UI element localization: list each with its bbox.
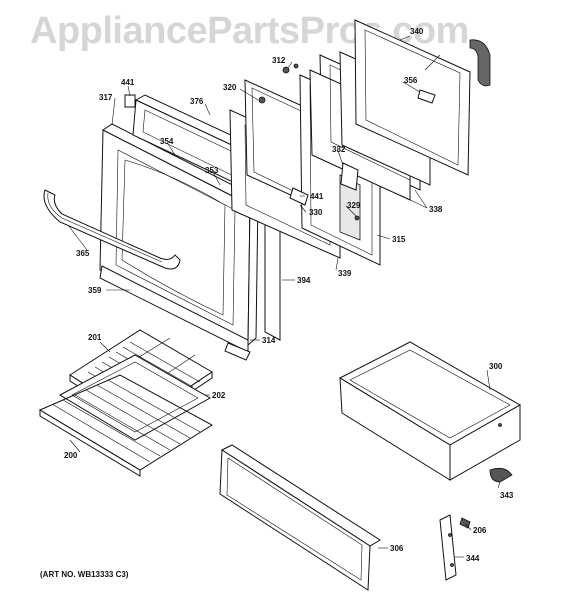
broiler-pan-bottom[interactable] (58, 354, 212, 441)
callout-206: 206 (473, 526, 487, 535)
door-handle[interactable] (43, 189, 181, 270)
door-top-panel[interactable] (354, 19, 471, 176)
callout-394: 394 (297, 276, 311, 285)
callout-315: 315 (392, 235, 406, 244)
callout-338: 338 (429, 205, 443, 214)
art-number: (ART NO. WB13333 C3) (40, 570, 129, 579)
callout-201: 201 (88, 333, 102, 342)
callout-320: 320 (223, 83, 237, 92)
callout-344: 344 (466, 554, 480, 563)
door-bottom-trim[interactable] (99, 265, 251, 361)
callout-339: 339 (338, 269, 352, 278)
drawer-screw[interactable] (459, 517, 471, 529)
callout-441-lower: 441 (310, 192, 324, 201)
callout-labels: 340 312 356 441 317 320 376 354 332 353 … (64, 27, 514, 563)
drawer-glide[interactable] (489, 467, 513, 483)
callout-354: 354 (160, 137, 174, 146)
callout-343: 343 (500, 491, 514, 500)
callout-359: 359 (88, 286, 102, 295)
callout-332: 332 (332, 145, 346, 154)
callout-300: 300 (489, 362, 503, 371)
callout-353: 353 (205, 166, 219, 175)
callout-200: 200 (64, 451, 78, 460)
drawer-front-panel[interactable] (219, 444, 381, 591)
callout-365: 365 (76, 249, 90, 258)
leader-lines (67, 35, 501, 558)
drawer-slide-bracket[interactable] (439, 514, 457, 581)
oven-rack[interactable] (38, 374, 213, 477)
callout-202: 202 (212, 391, 226, 400)
storage-drawer[interactable] (338, 341, 522, 481)
door-gasket[interactable] (469, 39, 491, 87)
callout-340: 340 (410, 27, 424, 36)
callout-306: 306 (390, 544, 404, 553)
callout-329: 329 (347, 201, 361, 210)
callout-312: 312 (272, 56, 286, 65)
callout-376: 376 (190, 97, 204, 106)
callout-441: 441 (121, 78, 135, 87)
door-hardware[interactable] (124, 63, 436, 221)
door-outer-panel[interactable] (99, 123, 259, 347)
callout-330: 330 (309, 208, 323, 217)
callout-356: 356 (404, 76, 418, 85)
callout-314: 314 (262, 336, 276, 345)
callout-317: 317 (99, 93, 113, 102)
